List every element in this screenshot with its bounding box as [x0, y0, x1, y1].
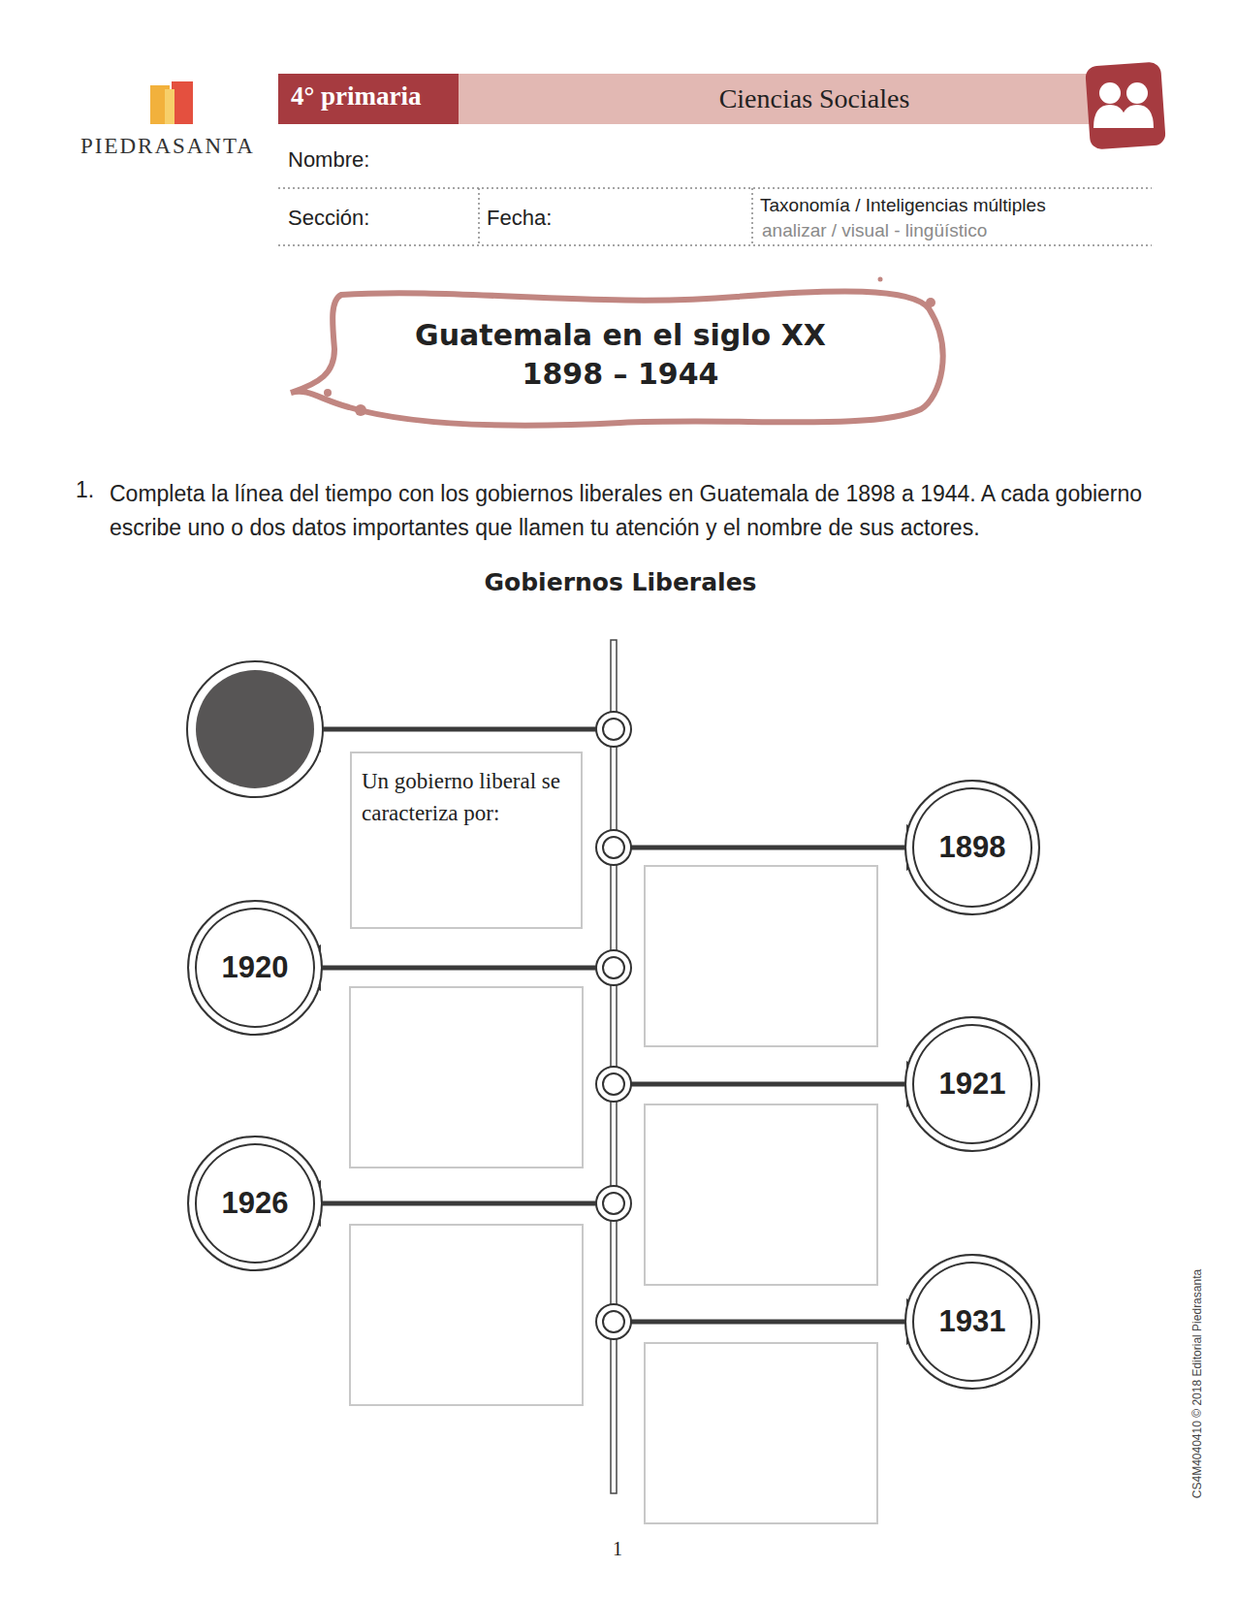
prompt-text: Un gobierno liberal se caracteriza por:	[361, 764, 571, 830]
paint-drop	[354, 404, 367, 416]
intro-circle-fill	[195, 669, 315, 789]
timeline-marker	[602, 1192, 625, 1214]
timeline-marker	[602, 718, 625, 740]
logo-book	[171, 81, 193, 125]
subject-icon	[1084, 61, 1167, 150]
grade-label: 4° primaria	[290, 81, 422, 112]
timeline-heading: Gobiernos Liberales	[378, 568, 863, 597]
title-frame	[290, 290, 944, 425]
paint-drop	[925, 297, 936, 308]
timeline-marker	[602, 1310, 625, 1332]
worksheet-title: Guatemala en el siglo XX	[329, 317, 912, 352]
icon-person	[1099, 82, 1121, 104]
year-circle: 1926	[187, 1135, 323, 1271]
subject-label: Ciencias Sociales	[630, 83, 999, 115]
item-number: 1.	[75, 476, 95, 504]
timeline-marker	[596, 1303, 632, 1339]
paint-drop	[323, 388, 332, 397]
brand-name: PIEDRASANTA	[80, 133, 255, 159]
header-bar	[278, 73, 1103, 125]
taxonomy-value: analizar / visual - lingüístico	[761, 220, 987, 242]
logo-book	[164, 89, 175, 125]
taxonomy-label: Taxonomía / Inteligencias múltiples	[760, 194, 1046, 217]
year-label: 1931	[939, 1303, 1007, 1339]
year-circle: 1898	[904, 779, 1041, 916]
form-field: Fecha:	[486, 205, 552, 231]
header-grade-bar	[278, 73, 459, 125]
timeline-marker	[596, 711, 632, 747]
timeline-marker	[596, 1066, 632, 1102]
prompt-box: Un gobierno liberal se caracteriza por:	[349, 751, 583, 929]
timeline-marker	[602, 956, 625, 979]
year-label: 1926	[221, 1185, 289, 1221]
year-circle: 1931	[904, 1253, 1041, 1390]
year-label: 1920	[221, 950, 289, 985]
icon-person	[1126, 82, 1148, 104]
icon-person	[1093, 104, 1154, 128]
year-label: 1921	[939, 1066, 1007, 1102]
form-field: Sección:	[287, 205, 370, 231]
page-number: 1	[601, 1537, 634, 1560]
timeline-marker	[602, 1073, 625, 1095]
timeline-marker	[596, 829, 632, 865]
form-field: Nombre:	[287, 147, 370, 173]
year-label: 1898	[939, 829, 1007, 865]
paint-drop	[878, 277, 884, 283]
instruction-text: Completa la línea del tiempo con los gob…	[109, 476, 1152, 545]
worksheet-dates: 1898 – 1944	[329, 356, 912, 391]
intro-circle	[187, 661, 323, 797]
answer-boxes	[349, 865, 878, 1523]
form-lines	[278, 188, 1152, 246]
year-circle: 1921	[904, 1015, 1041, 1152]
year-circle: 1920	[187, 899, 323, 1036]
timeline-marker	[596, 950, 632, 985]
timeline-marker	[596, 1185, 632, 1221]
copyright-note: CS4M4040410 © 2018 Editorial Piedrasanta	[1190, 1237, 1205, 1529]
timeline-marker	[602, 836, 625, 858]
